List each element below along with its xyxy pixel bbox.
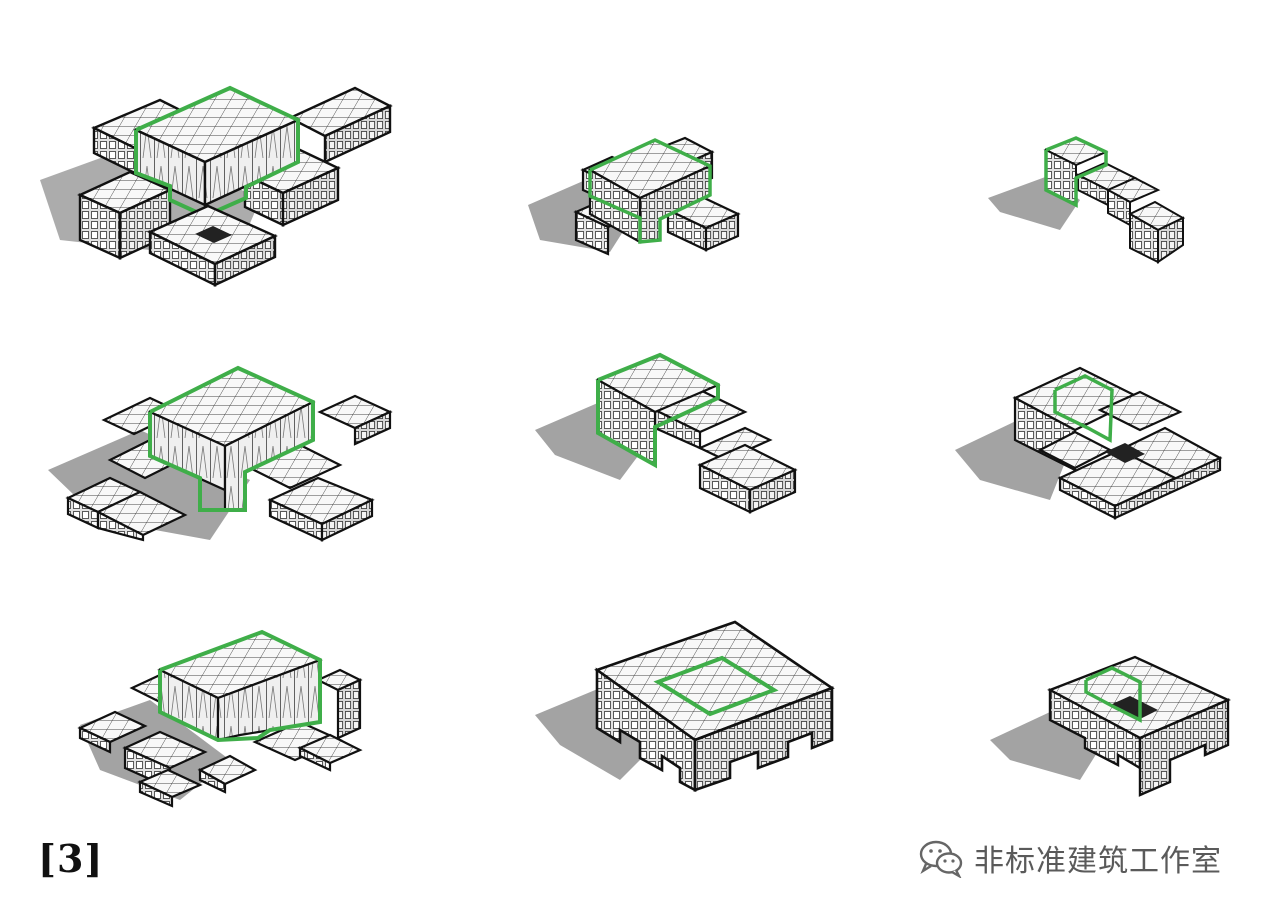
diagram-complex-clustered-blocks: [80, 632, 360, 806]
watermark-text: 非标准建筑工作室: [974, 836, 1222, 880]
diagram-complex-stepped-terraces: [48, 368, 390, 540]
diagram-cross-compact: [528, 138, 738, 254]
diagram-u-shaped-stepped-courtyard: [955, 368, 1220, 518]
watermark: 非标准建筑工作室: [918, 836, 1222, 880]
figure-label: [3]: [38, 836, 103, 881]
wechat-icon: [918, 838, 964, 878]
diagram-complex-cross-with-courtyard-block: [40, 88, 390, 285]
diagram-compact-courtyard-block: [990, 657, 1228, 795]
diagram-flat-slab-with-notched-base: [535, 622, 832, 790]
back-right-side: [338, 680, 360, 738]
diagram-tower-with-stepped-wing: [988, 138, 1183, 262]
diagram-block-with-stepped-terrace: [535, 355, 795, 512]
